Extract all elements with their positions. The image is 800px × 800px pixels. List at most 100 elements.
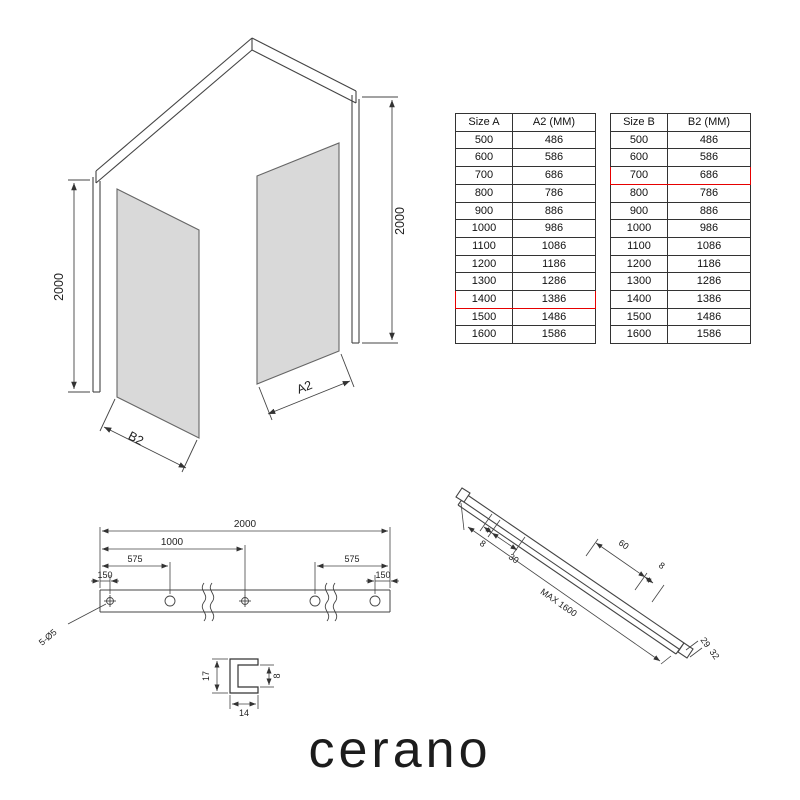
dim-rail-575-left: 575 [102,554,171,594]
table-cell: 986 [667,219,751,238]
dim-width-b2: B2 [99,398,198,473]
dim-bar-30: 30 [491,532,526,566]
bar-left-cap [455,487,471,503]
table-cell: 786 [667,183,751,203]
table-cell: 986 [512,219,596,238]
dim-bar-end-a-label: 29 [698,635,712,649]
table-cell: 1086 [512,236,596,256]
table-cell: 800 [455,183,513,203]
table-cell: 586 [667,148,751,168]
table-cell: 1600 [610,325,668,345]
dim-rail-575-right-label: 575 [344,554,359,564]
table-header-cell: Size A [455,113,513,132]
bar-right-cap [677,642,694,659]
dim-rail-center-label: 1000 [161,537,184,548]
table-cell: 786 [512,183,596,203]
table-cell: 486 [512,130,596,150]
table-cell: 1300 [455,272,513,292]
dim-width-b2-label: B2 [126,429,146,448]
table-cell: 886 [512,201,596,221]
table-cell: 686 [667,166,751,185]
table-cell: 1500 [455,307,513,327]
table-cell: 900 [610,201,668,221]
dim-bar-end: 29 32 [685,635,721,661]
table-header-cell: B2 (MM) [667,113,751,132]
table-cell: 1586 [667,325,751,345]
dim-profile-lip-label: 8 [272,673,282,678]
dim-profile-lip: 8 [260,664,282,688]
table-cell: 900 [455,201,513,221]
dim-height-right-label: 2000 [393,207,407,235]
table-cell: 586 [512,148,596,168]
table-cell: 686 [512,166,596,185]
dim-rail-total-label: 2000 [234,519,257,530]
table-cell: 1400 [610,290,668,309]
dim-height-left: 2000 [52,179,90,393]
dim-profile-height-label: 17 [201,671,211,681]
dim-rail-total: 2000 [99,519,391,588]
rail-holes-label: 5-Ø5 [37,627,59,648]
table-cell: 500 [610,130,668,150]
dim-bar-end-b-label: 32 [707,647,721,661]
dim-rail-150-right: 150 [366,570,399,594]
table-cell: 1586 [512,325,596,345]
table-cell: 1186 [512,254,596,274]
dim-bar-length-label: MAX 1600 [539,586,579,618]
table-cell: 1486 [667,307,751,327]
support-bar-drawing: 8 30 60 8 MAX 1600 [455,487,721,665]
table-cell: 1600 [455,325,513,345]
dim-rail-575-left-label: 575 [127,554,142,564]
table-cell: 600 [610,148,668,168]
table-header-cell: Size B [610,113,668,132]
table-cell: 1100 [610,236,668,256]
dim-rail-150-left-label: 150 [97,570,112,580]
shower-enclosure-drawing: 2000 2000 B2 A2 [52,37,407,473]
dim-rail-150-left: 150 [91,570,119,594]
table-cell: 1386 [512,290,596,309]
table-cell: 1000 [455,219,513,238]
dim-rail-575-right: 575 [314,554,388,594]
table-cell: 600 [455,148,513,168]
table-cell: 1386 [667,290,751,309]
wall-rail-drawing: 2000 1000 575 575 [37,519,399,718]
dim-bar-8b: 8 [644,560,667,603]
table-cell: 500 [455,130,513,150]
table-cell: 1000 [610,219,668,238]
dim-rail-150-right-label: 150 [375,570,390,580]
table-cell: 886 [667,201,751,221]
dim-profile-width-label: 14 [239,708,249,718]
dim-height-left-label: 2000 [52,273,66,301]
dim-bar-60-label: 60 [617,538,631,552]
table-cell: 1200 [610,254,668,274]
top-frame [95,37,357,184]
dim-height-right: 2000 [362,96,407,344]
table-cell: 1486 [512,307,596,327]
table-cell: 700 [455,166,513,185]
table-cell: 486 [667,130,751,150]
table-cell: 1086 [667,236,751,256]
table-header-cell: A2 (MM) [512,113,596,132]
